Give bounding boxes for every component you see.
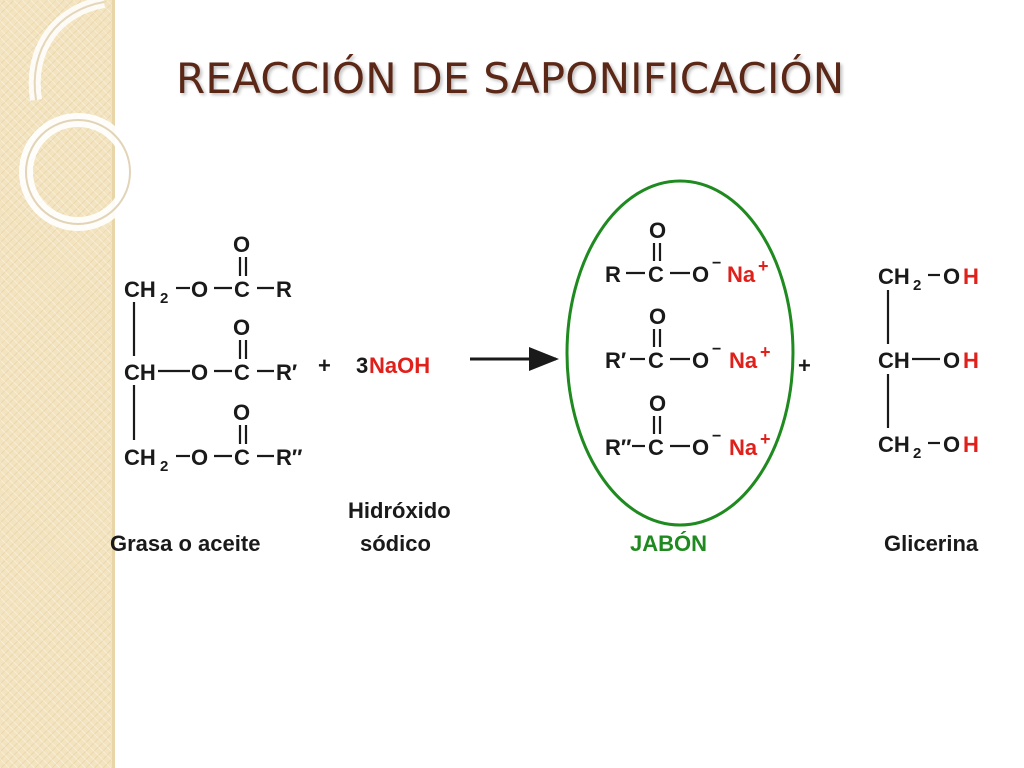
triglyceride-structure: CH 2 O C O R CH O C O R′ CH 2 O C O R [124,232,303,475]
soap-row2-carbonyl-oxygen: O [649,304,666,329]
soap-row3-r-group: R″ [605,435,632,460]
slide-title: REACCIÓN DE SAPONIFICACIÓN [176,54,845,103]
soap-row3-oxygen: O [692,435,709,460]
glycerol-row3-subscript: 2 [913,445,921,462]
fat-row1-carbonyl-carbon: C [234,277,250,302]
soap-highlight-ring [565,179,795,527]
naoh-label-line2: sódico [360,531,431,556]
glycerol-structure: CH 2 O H CH O H CH 2 O H [878,264,979,462]
soap-row1-carbonyl-oxygen: O [649,218,666,243]
soap-row1-charge: − [712,255,721,272]
glycerol-row3-oxygen: O [943,432,960,457]
plus-sign-products: + [798,353,811,378]
soap-row1-cation-charge: + [758,256,769,276]
plus-sign-reactants: + [318,353,331,378]
glycerol-row1-carbon: CH [878,264,910,289]
decorative-swirl [19,0,137,231]
fat-row3-subscript: 2 [160,458,168,475]
glycerol-label: Glicerina [884,531,979,556]
fat-row3-carbon: CH [124,445,156,470]
soap-row3-charge: − [712,428,721,445]
soap-label: JABÓN [630,531,707,556]
glycerol-row2-oxygen: O [943,348,960,373]
fat-row3-carbonyl-oxygen: O [233,400,250,425]
fat-row2-carbonyl-carbon: C [234,360,250,385]
soap-row3-carbonyl-carbon: C [648,435,664,460]
soap-row3-cation-charge: + [760,429,771,449]
glycerol-row1-oxygen: O [943,264,960,289]
glycerol-row1-hydrogen: H [963,264,979,289]
glycerol-row1-subscript: 2 [913,277,921,294]
sidebar-border [112,0,115,768]
fat-row1-carbonyl-oxygen: O [233,232,250,257]
glycerol-row2-hydrogen: H [963,348,979,373]
fat-row2-carbon: CH [124,360,156,385]
soap-row2-carbonyl-carbon: C [648,348,664,373]
fat-row1-r-group: R [276,277,292,302]
soap-row2-cation: Na [729,348,758,373]
soap-row2-cation-charge: + [760,342,771,362]
fat-row1-carbon: CH [124,277,156,302]
soap-row1-oxygen: O [692,262,709,287]
glycerol-row3-hydrogen: H [963,432,979,457]
soap-row1-r-group: R [605,262,621,287]
soap-row2-oxygen: O [692,348,709,373]
naoh-coefficient: 3 [356,353,368,378]
fat-row3-r-group: R″ [276,445,303,470]
soap-row2-r-group: R′ [605,348,626,373]
soap-structure: R C O O − Na + R′ C O O − Na + R″ C O O … [605,218,771,460]
fat-row3-oxygen: O [191,445,208,470]
naoh-formula: NaOH [369,353,430,378]
soap-row1-cation: Na [727,262,756,287]
naoh-label-line1: Hidróxido [348,498,451,523]
glycerol-row2-carbon: CH [878,348,910,373]
fat-row1-subscript: 2 [160,290,168,307]
fat-row2-oxygen: O [191,360,208,385]
fat-label: Grasa o aceite [110,531,260,556]
fat-row2-r-group: R′ [276,360,297,385]
soap-row2-charge: − [712,341,721,358]
fat-row1-oxygen: O [191,277,208,302]
soap-row1-carbonyl-carbon: C [648,262,664,287]
soap-row3-cation: Na [729,435,758,460]
glycerol-row3-carbon: CH [878,432,910,457]
soap-row3-carbonyl-oxygen: O [649,391,666,416]
fat-row3-carbonyl-carbon: C [234,445,250,470]
fat-row2-carbonyl-oxygen: O [233,315,250,340]
